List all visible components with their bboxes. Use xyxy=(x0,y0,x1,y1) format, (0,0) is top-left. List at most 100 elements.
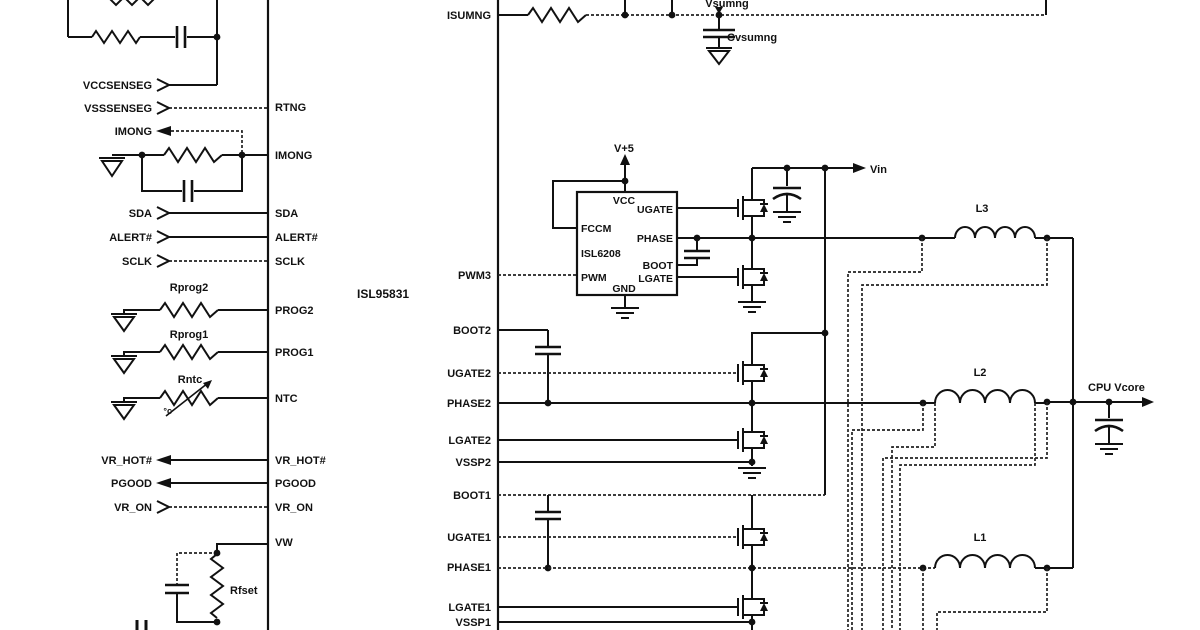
pin-lgate2: LGATE2 xyxy=(448,435,491,447)
rfset-network: Rfset xyxy=(135,543,268,630)
pin-pgood: PGOOD xyxy=(275,478,316,490)
input-chevron-icon xyxy=(156,254,172,268)
inductor-icon xyxy=(934,554,1036,569)
pin-boot2: BOOT2 xyxy=(453,325,491,337)
mosfet-icon xyxy=(737,428,768,452)
pin-phase2: PHASE2 xyxy=(447,398,491,410)
label-cvsumng: Cvsumng xyxy=(727,32,777,44)
left-signal-connections: VCCSENSEG VSSSENSEG IMONG SDA ALERT# xyxy=(83,78,268,514)
pin-ntc: NTC xyxy=(275,393,298,405)
inductor-icon xyxy=(954,226,1036,239)
right-arrow-icon xyxy=(853,163,866,173)
output-arrow-icon xyxy=(156,126,171,136)
resistor-icon xyxy=(159,343,219,361)
ground-bars-icon xyxy=(738,467,766,479)
pin-lgate1: LGATE1 xyxy=(448,602,491,614)
output-arrow-icon xyxy=(156,478,171,488)
up-arrow-icon xyxy=(620,154,630,165)
right-arrow-icon xyxy=(1142,397,1154,407)
label-vsumng: Vsumng xyxy=(705,0,748,10)
phase2-power-stage: L2 xyxy=(498,329,1051,479)
mosfet-icon xyxy=(737,265,768,289)
label-sclk: SCLK xyxy=(122,256,152,268)
label-cpu-vcore: CPU Vcore xyxy=(1088,382,1145,394)
pin-phase1: PHASE1 xyxy=(447,562,491,574)
driver-pin-lgate: LGATE xyxy=(638,273,673,285)
main-ic-pin-labels-left: RTNG IMONG SDA ALERT# SCLK PROG2 PROG1 N… xyxy=(275,102,326,549)
mosfet-icon xyxy=(737,525,768,549)
main-ic-body: ISL95831 xyxy=(266,0,500,630)
label-rfset: Rfset xyxy=(230,585,258,597)
driver-pin-phase: PHASE xyxy=(637,233,673,245)
label-pgood: PGOOD xyxy=(111,478,152,490)
input-chevron-icon xyxy=(156,101,172,115)
pin-vssp2: VSSP2 xyxy=(456,457,491,469)
phase3-power-stage: Vin L3 xyxy=(737,163,1073,495)
pin-ugate1: UGATE1 xyxy=(447,532,491,544)
pin-prog2: PROG2 xyxy=(275,305,314,317)
mosfet-icon xyxy=(737,196,768,220)
driver-ic-title: ISL6208 xyxy=(581,248,621,260)
label-l3: L3 xyxy=(976,203,989,215)
pin-alert: ALERT# xyxy=(275,232,318,244)
isumng-network: Vsumng Cvsumng xyxy=(498,0,1047,66)
ground-icon xyxy=(111,355,137,375)
ground-bars-icon xyxy=(1095,443,1123,455)
thermistor-icon xyxy=(159,389,219,407)
pin-vr-hot: VR_HOT# xyxy=(275,455,326,467)
down-arrow-icon xyxy=(715,7,723,14)
label-vr-on: VR_ON xyxy=(114,502,152,514)
ground-bars-icon xyxy=(773,211,801,223)
resistor-icon xyxy=(527,6,587,24)
pin-rtng: RTNG xyxy=(275,102,306,114)
ground-bars-icon xyxy=(738,301,766,313)
driver-pin-fccm: FCCM xyxy=(581,223,612,235)
driver-ic: VCC UGATE FCCM PHASE ISL6208 BOOT PWM LG… xyxy=(498,143,752,319)
mosfet-icon xyxy=(737,595,768,619)
driver-pin-gnd: GND xyxy=(612,283,636,295)
pin-pwm3: PWM3 xyxy=(458,270,491,282)
driver-pin-vcc: VCC xyxy=(613,195,636,207)
pin-vssp1: VSSP1 xyxy=(456,617,491,629)
label-vsssenseg: VSSSENSEG xyxy=(84,103,152,115)
label-vr-hot: VR_HOT# xyxy=(101,455,152,467)
ground-icon xyxy=(111,313,137,333)
pin-ugate2: UGATE2 xyxy=(447,368,491,380)
label-ntc-temp: °c xyxy=(163,406,172,416)
resistor-partial-icon xyxy=(109,0,155,7)
vccsense-filter-network xyxy=(67,0,221,85)
input-chevron-icon xyxy=(156,500,172,514)
pin-prog1: PROG1 xyxy=(275,347,314,359)
resistor-icon xyxy=(209,553,225,619)
driver-pin-ugate: UGATE xyxy=(637,204,673,216)
driver-pin-pwm: PWM xyxy=(581,272,607,284)
label-rntc: Rntc xyxy=(178,374,202,386)
phase1-power-stage: L1 xyxy=(498,494,1073,630)
pin-boot1: BOOT1 xyxy=(453,490,491,502)
resistor-icon xyxy=(91,29,141,45)
partial-cutoff-label xyxy=(135,620,148,630)
label-l2: L2 xyxy=(974,367,987,379)
output-arrow-icon xyxy=(156,455,171,465)
label-sda: SDA xyxy=(129,208,152,220)
inductor-icon xyxy=(934,389,1036,404)
input-chevron-icon xyxy=(156,78,172,92)
vcore-output: CPU Vcore xyxy=(1047,238,1154,568)
pin-sda: SDA xyxy=(275,208,298,220)
ground-bars-icon xyxy=(611,307,639,319)
label-vccsenseg: VCCSENSEG xyxy=(83,80,152,92)
input-chevron-icon xyxy=(156,206,172,220)
label-vin: Vin xyxy=(870,164,887,176)
main-ic-pin-labels-right: ISUMNG PWM3 BOOT2 UGATE2 PHASE2 LGATE2 V… xyxy=(447,10,491,629)
label-l1: L1 xyxy=(974,532,987,544)
label-rprog1: Rprog1 xyxy=(170,329,209,341)
resistor-icon xyxy=(159,301,219,319)
pin-sclk: SCLK xyxy=(275,256,305,268)
label-rprog2: Rprog2 xyxy=(170,282,209,294)
driver-pin-boot: BOOT xyxy=(643,260,674,272)
ground-icon xyxy=(706,47,732,66)
label-imong: IMONG xyxy=(115,126,152,138)
resistor-icon xyxy=(163,146,223,164)
